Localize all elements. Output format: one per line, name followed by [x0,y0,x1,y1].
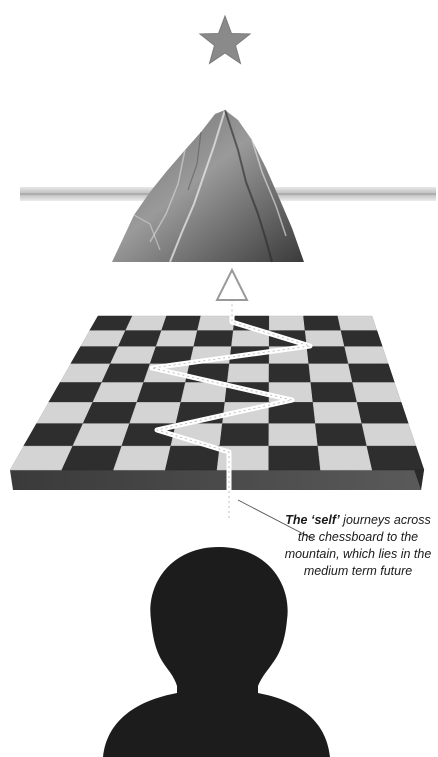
chess-square-dark [315,424,367,447]
chess-square-light [130,402,181,423]
chess-square-dark [269,446,321,470]
chess-square-light [269,316,305,331]
chess-square-light [60,364,110,383]
chess-square-dark [137,383,186,403]
chess-square-light [313,402,362,423]
chess-square-light [353,383,402,403]
caption-self-label: The ‘self’ [285,513,339,527]
chess-square-dark [102,364,150,383]
chess-square-dark [162,316,201,331]
chess-square-dark [304,316,342,331]
chess-square-dark [220,424,269,447]
chess-square-dark [194,331,234,347]
journey-caption: The ‘self’ journeys across the chessboar… [282,512,434,580]
chess-square-dark [71,347,119,364]
chess-square-light [93,383,144,403]
chess-square-dark [83,402,137,423]
chess-square-light [269,424,318,447]
chess-square-light [126,316,167,331]
chess-square-dark [357,402,408,423]
chess-square-dark [367,446,424,470]
chess-square-light [197,316,235,331]
chess-square-dark [349,364,395,383]
chess-square-light [81,331,126,347]
chess-square-dark [118,331,161,347]
chess-square-light [73,424,130,447]
chess-square-dark [311,383,357,403]
star-icon [200,16,250,64]
chess-square-dark [341,331,382,347]
chess-square-light [345,347,389,364]
chessboard-front-edge [10,470,424,490]
arrow-head [217,270,247,300]
chess-square-light [318,446,372,470]
chess-square-dark [165,446,220,470]
mountain-peak [112,110,304,262]
chess-square-dark [307,347,349,364]
chess-square-dark [269,364,311,383]
chess-square-light [309,364,353,383]
chess-square-light [114,446,171,470]
chess-square-dark [90,316,133,331]
chess-square-light [156,331,197,347]
chess-square-light [338,316,377,331]
chess-square-light [110,347,156,364]
chess-square-light [362,424,416,447]
chess-square-light [227,364,269,383]
